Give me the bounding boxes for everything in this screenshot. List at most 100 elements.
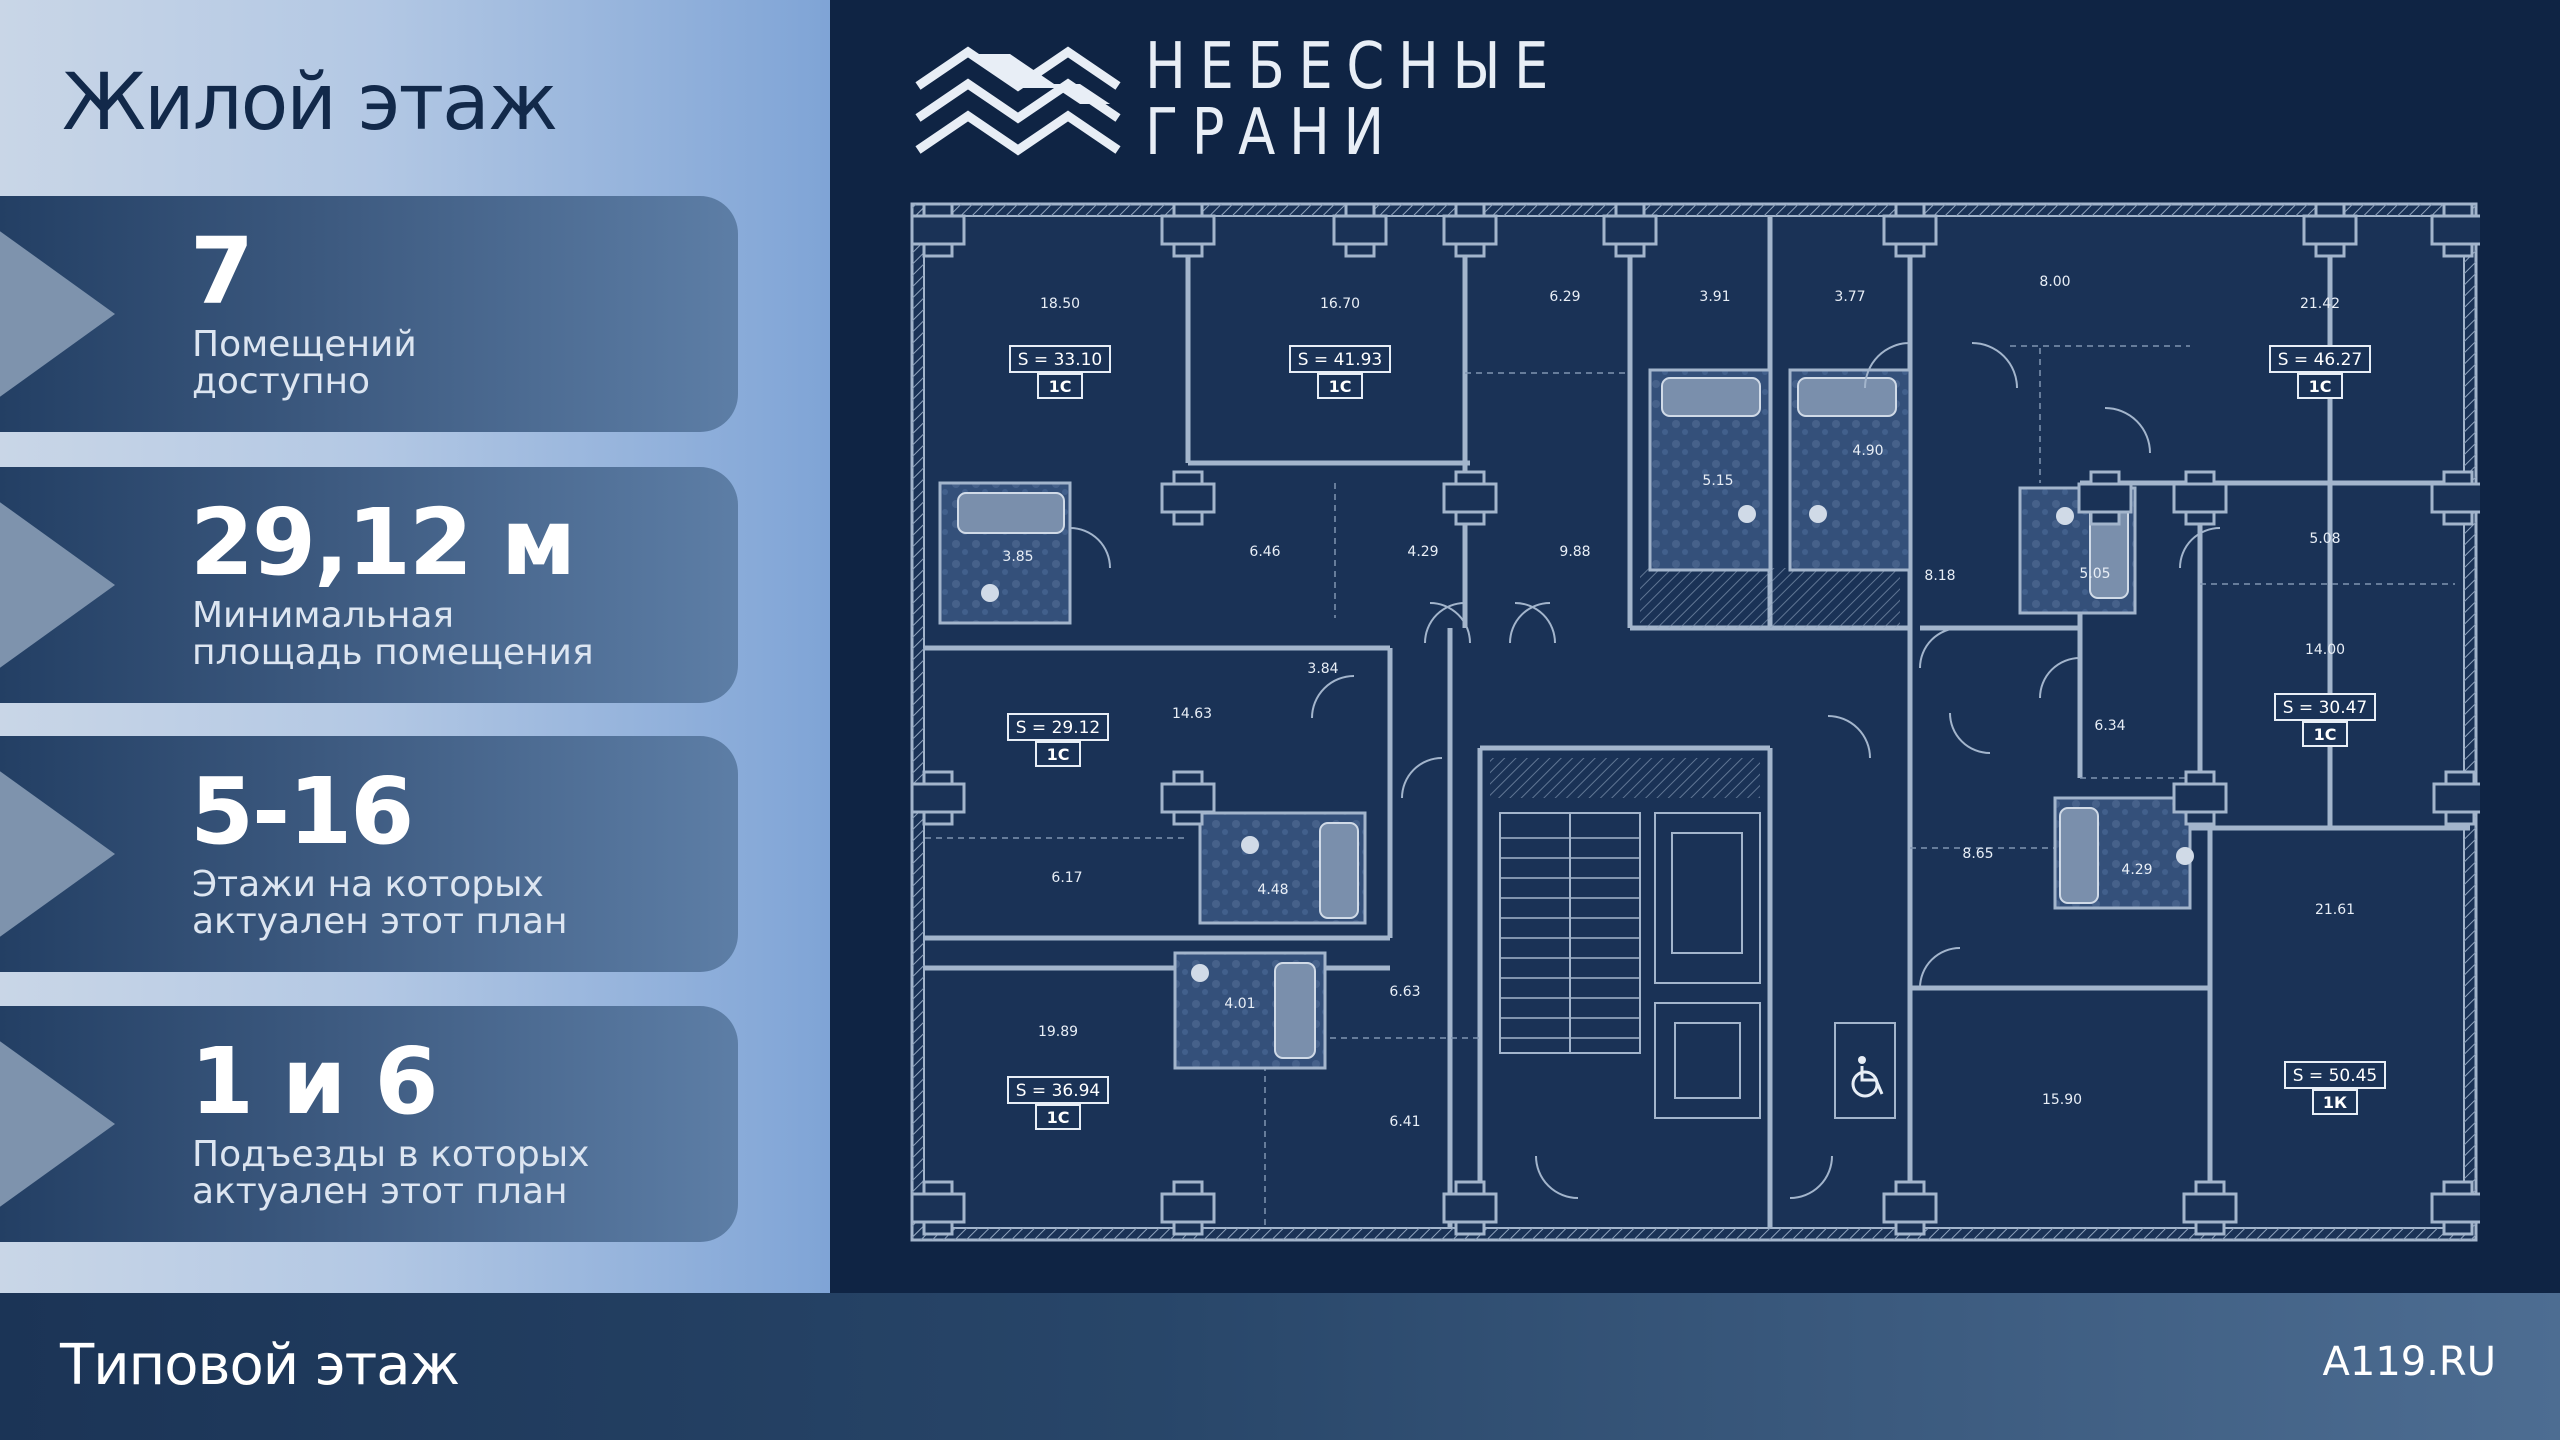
svg-text:S = 36.94: S = 36.94: [1016, 1081, 1101, 1101]
unit-badge[interactable]: S = 33.10 1С: [1009, 345, 1111, 399]
column: [1442, 214, 1498, 246]
room-area: 16.70: [1320, 296, 1360, 312]
room-area: 6.29: [1549, 289, 1580, 305]
svg-text:S = 29.12: S = 29.12: [1016, 718, 1101, 738]
unit-badge[interactable]: S = 41.93 1С: [1289, 345, 1391, 399]
room-area: 4.01: [1224, 996, 1255, 1012]
column: [2430, 214, 2480, 246]
column: [1160, 1192, 1216, 1224]
column: [1882, 214, 1938, 246]
wheelchair-icon: [1834, 1022, 1896, 1119]
arrow-icon: [0, 224, 115, 404]
svg-text:S = 33.10: S = 33.10: [1018, 350, 1103, 370]
room-area: 9.88: [1559, 544, 1590, 560]
svg-text:S = 50.45: S = 50.45: [2293, 1066, 2378, 1086]
room-area: 3.77: [1834, 289, 1865, 305]
svg-text:S = 30.47: S = 30.47: [2283, 698, 2368, 718]
room-area: 19.89: [1038, 1024, 1078, 1040]
stat-card-floors: 5-16 Этажи на которых актуален этот план: [0, 736, 738, 972]
page-title: Жилой этаж: [62, 58, 558, 148]
column: [910, 214, 966, 246]
svg-text:S = 46.27: S = 46.27: [2278, 350, 2363, 370]
unit-badge[interactable]: S = 46.27 1С: [2269, 345, 2371, 399]
room-area: 15.90: [2042, 1092, 2082, 1108]
svg-text:1С: 1С: [1329, 377, 1352, 396]
stat-card-entrances: 1 и 6 Подъезды в которых актуален этот п…: [0, 1006, 738, 1242]
room-area: 14.63: [1172, 706, 1212, 722]
column: [2430, 482, 2480, 514]
column: [2430, 1192, 2480, 1224]
left-panel: Жилой этаж 7 Помещений доступно 29,12 м …: [0, 0, 830, 1293]
room-area: 4.29: [1407, 544, 1438, 560]
column: [2432, 782, 2480, 814]
svg-text:1С: 1С: [1047, 1108, 1070, 1127]
room-area: 8.18: [1924, 568, 1955, 584]
room-area: 6.17: [1051, 870, 1082, 886]
brand-name-line2: ГРАНИ: [1145, 96, 1398, 170]
column: [2077, 482, 2133, 514]
room-area: 4.90: [1852, 443, 1883, 459]
column: [2302, 214, 2358, 246]
room-area: 3.91: [1699, 289, 1730, 305]
stat-label: Этажи на которых актуален этот план: [192, 864, 568, 942]
room-area: 6.34: [2094, 718, 2125, 734]
room-area: 6.46: [1249, 544, 1280, 560]
arrow-icon: [0, 1034, 115, 1214]
unit-badge[interactable]: S = 50.45 1К: [2284, 1061, 2386, 1115]
stat-value: 7: [190, 218, 254, 325]
arrow-icon: [0, 495, 115, 675]
stat-label: Подъезды в которых актуален этот план: [192, 1134, 590, 1212]
floor-plan: 18.5016.706.293.913.778.0021.423.856.464…: [910, 202, 2480, 1242]
room-area: 4.48: [1257, 882, 1288, 898]
brand-logo-icon: [915, 46, 1121, 156]
svg-text:1С: 1С: [1047, 745, 1070, 764]
staircase: [1499, 812, 1641, 1054]
svg-text:1С: 1С: [2309, 377, 2332, 396]
stat-value: 5-16: [190, 758, 414, 865]
room-area: 6.63: [1389, 984, 1420, 1000]
column: [910, 1192, 966, 1224]
room-area: 5.15: [1702, 473, 1733, 489]
room-area: 5.05: [2079, 566, 2110, 582]
svg-text:1К: 1К: [2323, 1093, 2347, 1112]
column: [910, 782, 966, 814]
footer-site-link[interactable]: A119.RU: [2322, 1339, 2497, 1385]
column: [2172, 782, 2228, 814]
building-outline: [910, 202, 2478, 1242]
svg-text:1С: 1С: [2314, 725, 2337, 744]
footer-title: Типовой этаж: [60, 1333, 460, 1398]
interior-walls: [924, 216, 2470, 1228]
doors: [1069, 342, 2221, 1199]
room-area: 4.29: [2121, 862, 2152, 878]
stat-value: 29,12 м: [190, 489, 576, 596]
room-area: 3.85: [1002, 549, 1033, 565]
stat-label: Минимальная площадь помещения: [192, 595, 594, 673]
column: [1160, 482, 1216, 514]
column: [1442, 1192, 1498, 1224]
unit-badge[interactable]: S = 30.47 1С: [2274, 693, 2376, 747]
elevator: [1654, 812, 1761, 1119]
room-area: 6.41: [1389, 1114, 1420, 1130]
stat-card-rooms: 7 Помещений доступно: [0, 196, 738, 432]
svg-text:S = 41.93: S = 41.93: [1298, 350, 1383, 370]
svg-text:1С: 1С: [1049, 377, 1072, 396]
room-area: 3.84: [1307, 661, 1338, 677]
column: [1882, 1192, 1938, 1224]
column: [2172, 482, 2228, 514]
unit-badge[interactable]: S = 29.12 1С: [1007, 713, 1109, 767]
column: [1602, 214, 1658, 246]
stat-label: Помещений доступно: [192, 324, 417, 402]
room-area: 21.42: [2300, 296, 2340, 312]
stat-value: 1 и 6: [190, 1028, 439, 1135]
arrow-icon: [0, 764, 115, 944]
column: [1442, 482, 1498, 514]
stat-card-min-area: 29,12 м Минимальная площадь помещения: [0, 467, 738, 703]
column: [1160, 214, 1216, 246]
room-area: 21.61: [2315, 902, 2355, 918]
unit-badge[interactable]: S = 36.94 1С: [1007, 1076, 1109, 1130]
column: [1160, 782, 1216, 814]
brand-name-line1: НЕБЕСНЫЕ: [1145, 30, 1563, 104]
room-area: 18.50: [1040, 296, 1080, 312]
